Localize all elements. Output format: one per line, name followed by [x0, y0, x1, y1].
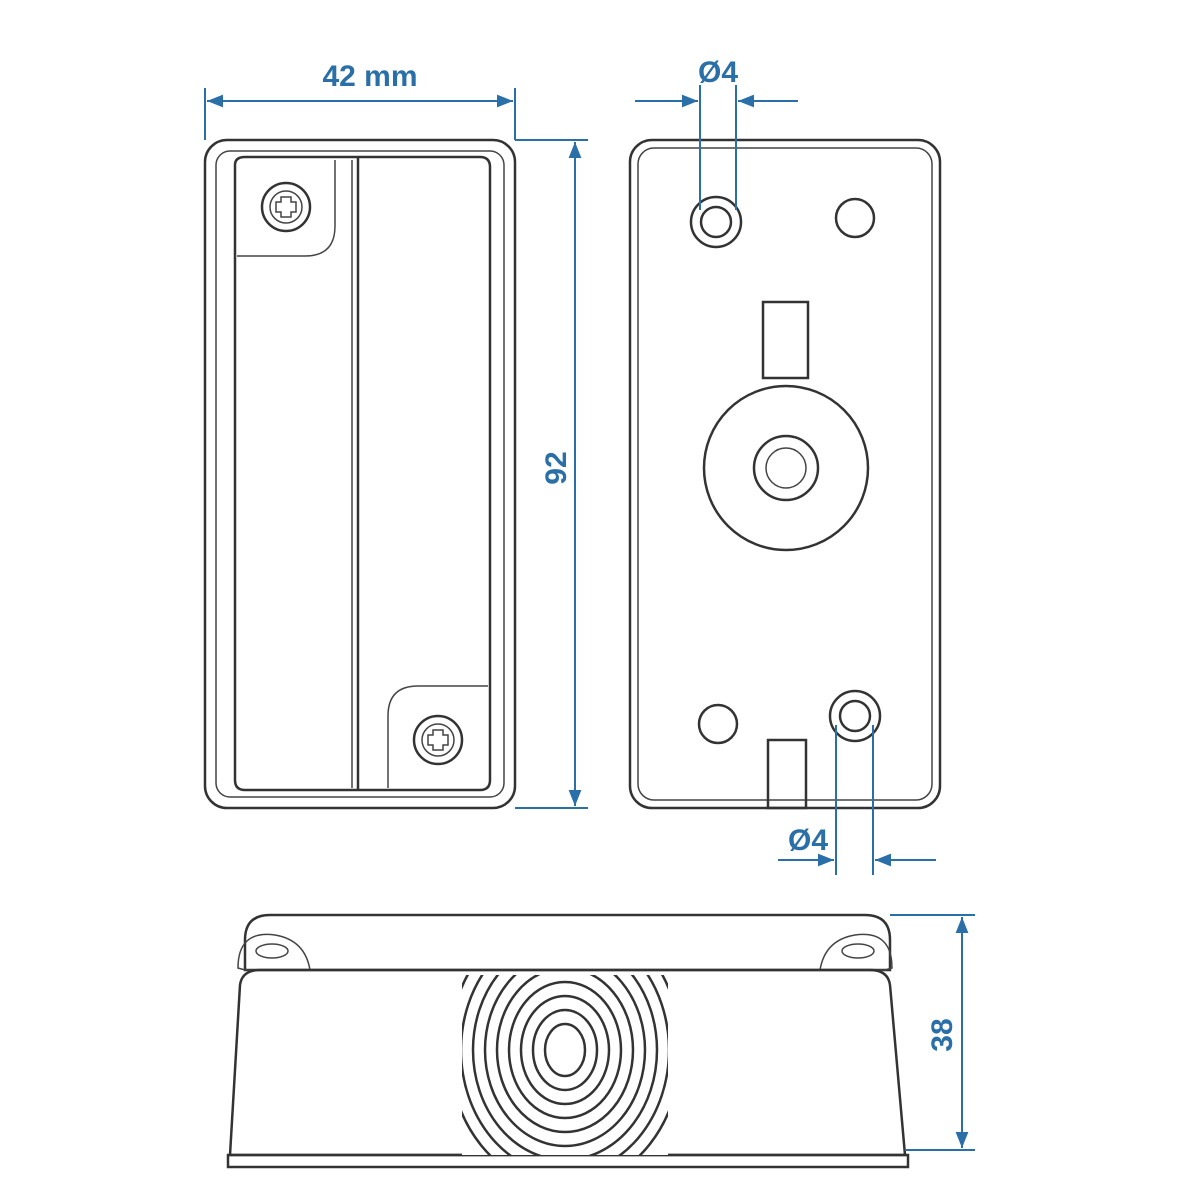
height-label: 92	[540, 451, 573, 484]
dimension-hole-bottom: Ø4	[778, 725, 936, 875]
screw-icon	[255, 943, 289, 959]
screw-icon	[412, 714, 464, 766]
dimension-hole-top: Ø4	[635, 56, 798, 210]
dimension-height: 92	[515, 139, 588, 809]
depth-label: 38	[926, 1018, 959, 1051]
side-view	[226, 913, 910, 1169]
dimension-depth: 38	[890, 914, 975, 1151]
lens-rings	[462, 975, 668, 1155]
screw-icon	[841, 943, 875, 959]
back-view	[628, 138, 942, 810]
front-view	[203, 138, 517, 810]
dimension-width: 42 mm	[204, 60, 516, 140]
hole-top-label: Ø4	[698, 56, 738, 89]
width-label: 42 mm	[322, 60, 417, 93]
hole-bottom-label: Ø4	[788, 824, 828, 857]
screw-icon	[260, 181, 312, 233]
